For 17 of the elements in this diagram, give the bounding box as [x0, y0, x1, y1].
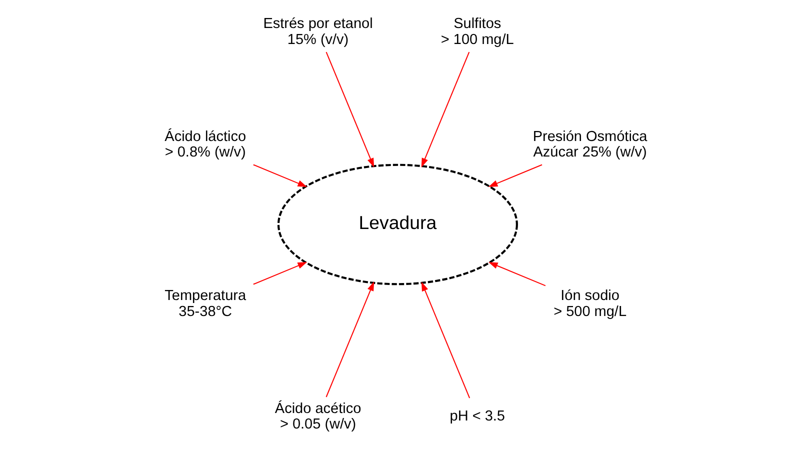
arrow: [252, 164, 307, 187]
arrow: [252, 262, 307, 285]
arrow: [420, 52, 470, 168]
node-text: Ácido láctico > 0.8% (w/v): [164, 128, 246, 160]
node-text: pH < 3.5: [449, 408, 504, 425]
node-text: Presión Osmótica Azúcar 25% (w/v): [532, 128, 647, 160]
arrow: [325, 281, 374, 398]
arrow: [325, 52, 374, 168]
arrow: [488, 164, 542, 187]
arrow: [488, 262, 546, 286]
node-text: Ión sodio > 500 mg/L: [553, 288, 626, 320]
node-ellipse: Levadura: [276, 164, 518, 286]
node-text: Sulfitos > 100 mg/L: [440, 16, 514, 48]
arrow: [420, 282, 470, 398]
node-text: Estrés por etanol 15% (v/v): [262, 16, 372, 48]
node-text: Ácido acético > 0.05 (w/v): [274, 400, 361, 432]
node-text: Temperatura 35-38°C: [164, 288, 246, 320]
